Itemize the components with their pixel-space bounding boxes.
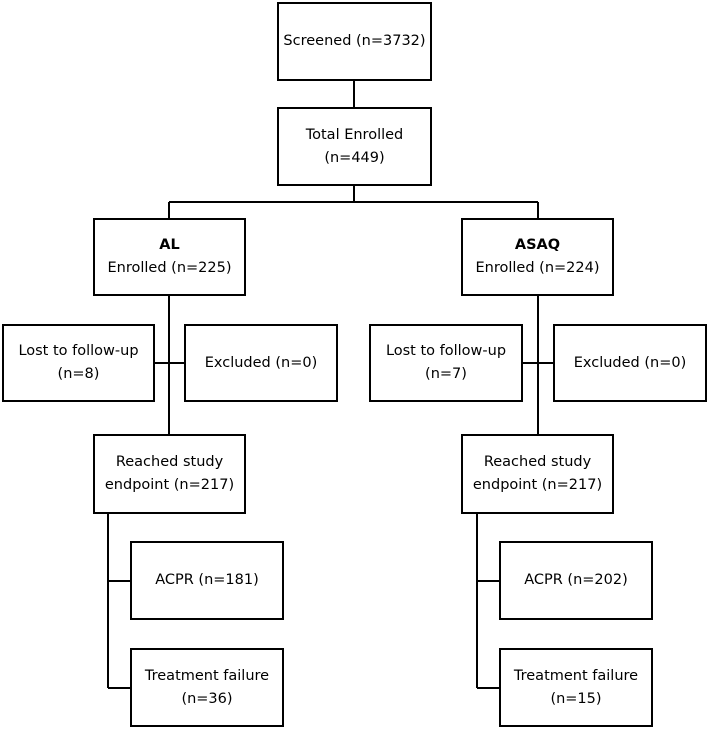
al-reached-label: Reached study <box>115 454 224 470</box>
al-acpr-label: ACPR (n=181) <box>155 572 259 588</box>
al-failure-label: Treatment failure <box>144 667 270 684</box>
asaq-lost-count: (n=7) <box>425 366 467 382</box>
asaq-failure-box: Treatment failure (n=15) <box>499 648 653 727</box>
screened-box: Screened (n=3732) <box>277 2 432 81</box>
al-lost-label: Lost to follow-up <box>18 343 139 359</box>
total-enrolled-label: Total Enrolled <box>305 126 404 143</box>
al-reached-box: Reached study endpoint (n=217) <box>93 434 246 514</box>
screened-label: Screened (n=3732) <box>283 33 426 49</box>
asaq-failure-count: (n=15) <box>550 690 602 707</box>
al-reached-count: endpoint (n=217) <box>104 477 235 493</box>
al-lost-count: (n=8) <box>57 366 100 382</box>
asaq-excluded-label: Excluded (n=0) <box>573 354 687 371</box>
al-enrolled-label: Enrolled (n=225) <box>107 260 232 276</box>
total-enrolled-box: Total Enrolled (n=449) <box>277 107 432 186</box>
total-enrolled-count: (n=449) <box>324 149 385 166</box>
al-failure-box: Treatment failure (n=36) <box>130 648 284 727</box>
asaq-enrolled-label: Enrolled (n=224) <box>475 260 600 276</box>
asaq-reached-box: Reached study endpoint (n=217) <box>461 434 614 514</box>
asaq-lost-label: Lost to follow-up <box>385 343 507 359</box>
al-arm-box: AL Enrolled (n=225) <box>93 218 246 296</box>
asaq-lost-box: Lost to follow-up (n=7) <box>369 324 523 402</box>
asaq-failure-label: Treatment failure <box>513 667 639 684</box>
asaq-excluded-box: Excluded (n=0) <box>553 324 707 402</box>
asaq-acpr-label: ACPR (n=202) <box>524 572 628 588</box>
al-failure-count: (n=36) <box>181 690 233 707</box>
al-lost-box: Lost to follow-up (n=8) <box>2 324 155 402</box>
asaq-reached-count: endpoint (n=217) <box>472 477 603 493</box>
asaq-arm-name: ASAQ <box>514 237 561 253</box>
asaq-acpr-box: ACPR (n=202) <box>499 541 653 620</box>
asaq-arm-box: ASAQ Enrolled (n=224) <box>461 218 614 296</box>
al-excluded-box: Excluded (n=0) <box>184 324 338 402</box>
al-acpr-box: ACPR (n=181) <box>130 541 284 620</box>
al-arm-name: AL <box>159 237 180 253</box>
al-excluded-label: Excluded (n=0) <box>204 354 318 371</box>
asaq-reached-label: Reached study <box>483 454 592 470</box>
